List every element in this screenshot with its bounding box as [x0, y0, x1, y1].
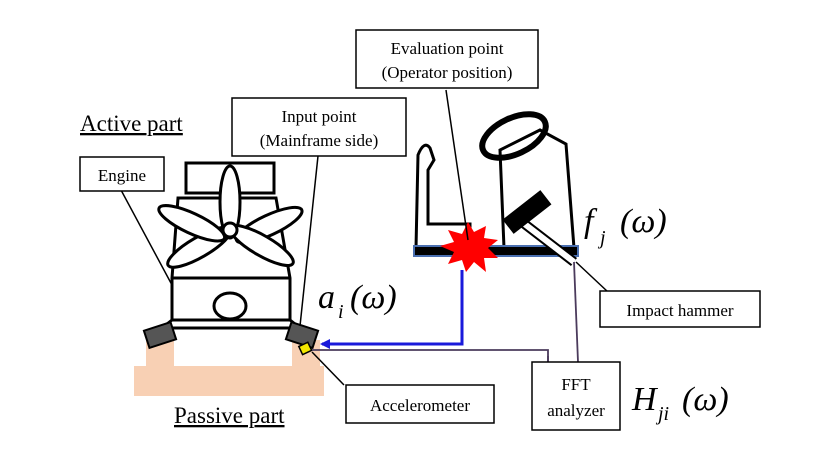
accel-symbol: a	[318, 279, 335, 316]
fan-icon	[157, 164, 304, 269]
input-point-box	[231, 97, 407, 157]
force-symbol: f	[584, 203, 598, 240]
engine-label-box	[79, 156, 165, 192]
fft-label-line1: FFT	[561, 375, 591, 394]
evaluation-point-line1: Evaluation point	[391, 39, 504, 58]
base-platform	[134, 366, 324, 396]
evaluation-burst-icon	[440, 222, 498, 272]
passive-part-label: Passive part	[174, 403, 285, 428]
accelerometer-sensor	[297, 341, 313, 356]
signal-arrow	[320, 270, 464, 349]
accelerometer-box	[345, 384, 495, 424]
impact-hammer-icon	[502, 190, 578, 266]
frf-subscript: ji	[655, 403, 669, 425]
fft-cables	[312, 261, 579, 363]
fft-label-line2: analyzer	[547, 401, 605, 420]
right-mount	[284, 320, 320, 350]
fft-analyzer-box	[531, 361, 621, 431]
left-mount	[142, 320, 178, 350]
steering-wheel	[479, 111, 549, 161]
frf-argument: (ω)	[682, 381, 729, 418]
accelerometer-label: Accelerometer	[370, 396, 470, 415]
impact-hammer-label: Impact hammer	[626, 301, 733, 320]
force-subscript: j	[597, 227, 606, 249]
frf-symbol: H	[631, 381, 659, 418]
operator-cab	[413, 111, 579, 257]
evaluation-point-box	[355, 29, 539, 89]
input-point-line2: (Mainframe side)	[260, 131, 378, 150]
input-point-line1: Input point	[281, 107, 356, 126]
active-part-label: Active part	[80, 111, 183, 136]
evaluation-point-line2: (Operator position)	[382, 63, 513, 82]
force-argument: (ω)	[620, 203, 667, 240]
engine-label: Engine	[98, 166, 146, 185]
impact-hammer-box	[599, 290, 761, 328]
passive-base	[134, 340, 324, 396]
accel-argument: (ω)	[350, 279, 397, 316]
engine-round-part	[212, 291, 248, 321]
accel-subscript: i	[338, 301, 344, 323]
leader-lines	[120, 89, 609, 386]
engine-mounts	[142, 320, 320, 356]
